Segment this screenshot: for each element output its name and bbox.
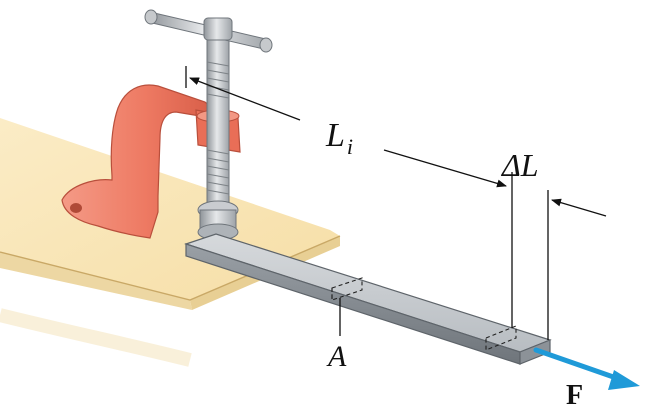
table-front xyxy=(0,252,192,310)
force-arrow xyxy=(533,347,640,390)
initial-length-label: Li xyxy=(325,117,353,159)
area-label: A xyxy=(326,340,347,373)
clamp-screw xyxy=(144,9,273,241)
li-arrow-left xyxy=(189,77,301,121)
cross-section-a xyxy=(331,277,363,301)
elongation-label: ΔL xyxy=(500,147,539,183)
li-arrow-right xyxy=(383,149,507,188)
delta-l-arrow xyxy=(551,198,607,217)
clamp-bolt-hole xyxy=(70,203,82,213)
end-cross-section xyxy=(485,325,517,351)
force-label: F xyxy=(566,380,583,410)
bar-side xyxy=(185,243,521,365)
table xyxy=(0,118,341,367)
dimension-lines xyxy=(185,66,607,340)
initial-length-subscript: i xyxy=(347,134,353,159)
bar-specimen xyxy=(184,233,552,365)
